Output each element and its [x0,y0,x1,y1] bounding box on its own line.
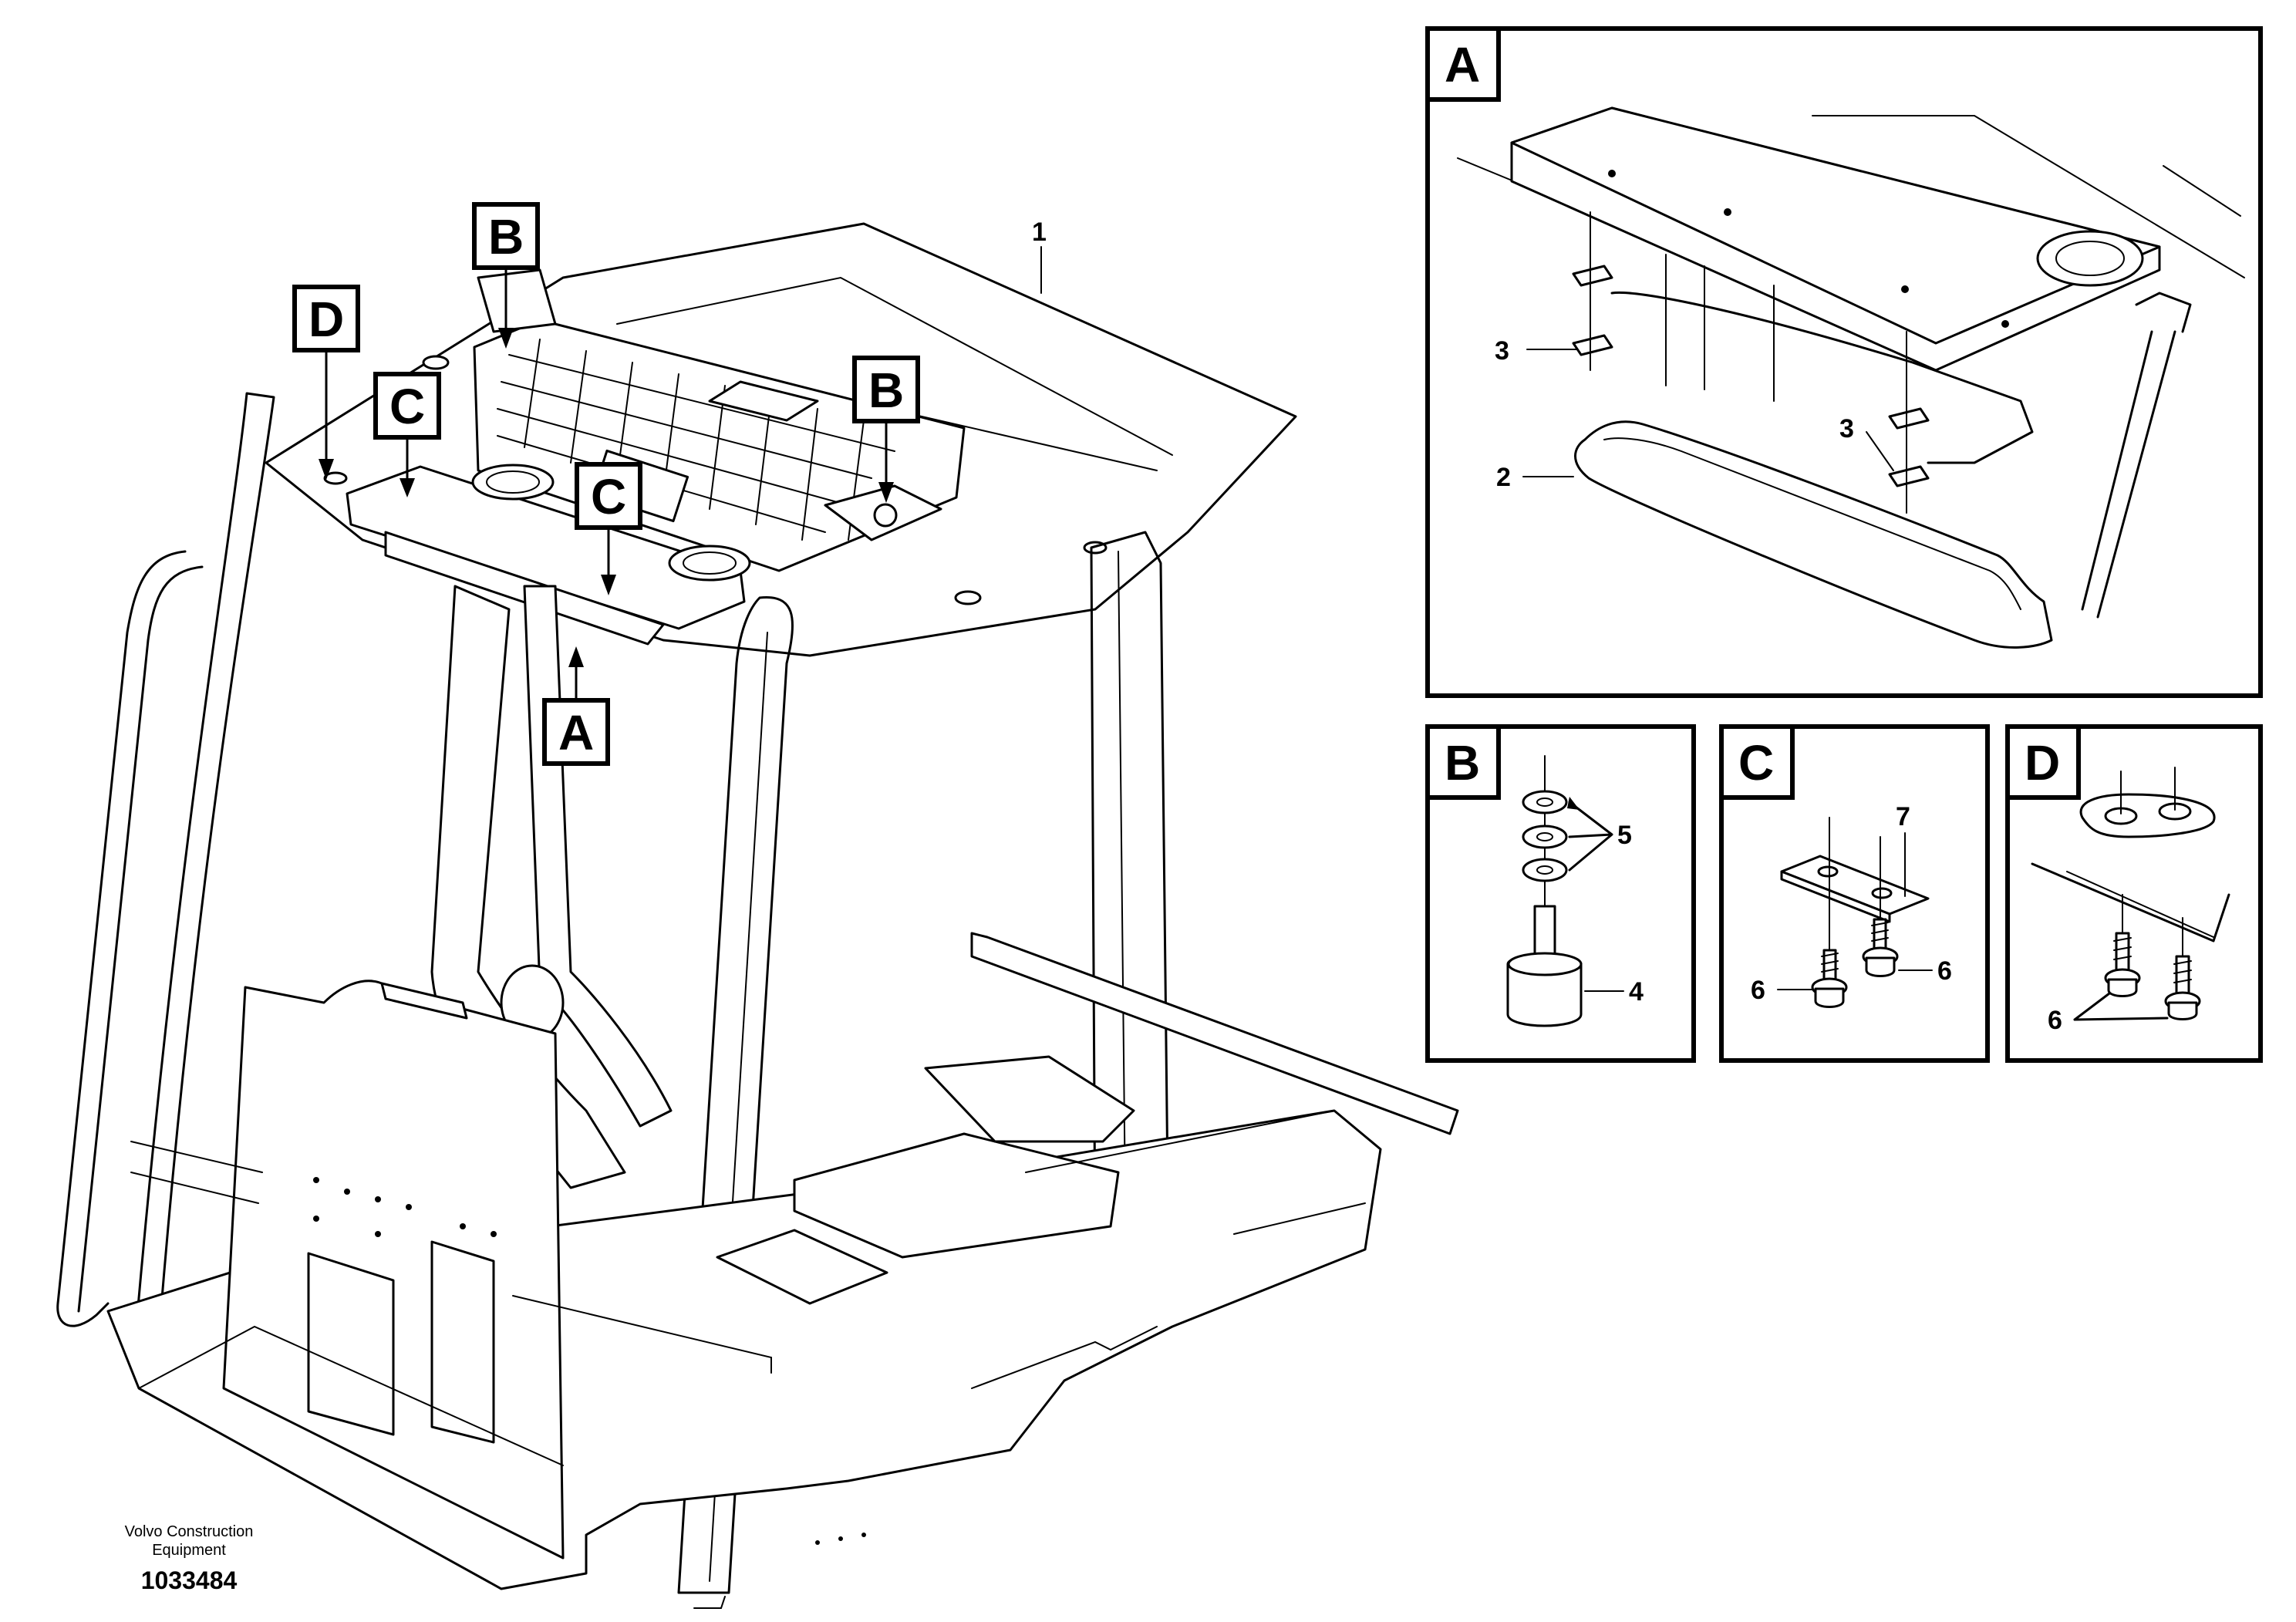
credit-block: Volvo Construction Equipment 1033484 [125,1523,254,1594]
tag-c-main-left: C [373,372,441,497]
panel-tag: B [1445,735,1480,791]
tag-d-main: D [292,285,360,480]
callout-label: 6 [1751,976,1765,1005]
right-front-pillar [677,595,794,1594]
screw-d-left [2104,932,2141,997]
drawing-number: 1033484 [141,1566,238,1594]
rear-post-stub [477,268,557,333]
panel-tag: A [1445,37,1480,93]
tag-b-main-top: B [472,202,540,349]
credit-line-1: Volvo Construction [125,1523,254,1540]
seat-back-plate [222,980,565,1560]
tag-c-main-right: C [575,462,642,595]
right-side-rail [970,932,1459,1135]
callout-label: 6 [2048,1006,2062,1035]
washer-stack [1522,790,1568,882]
tag-letter: B [868,363,904,418]
callout-label: 1 [1032,218,1047,247]
callout-label: 7 [1896,802,1910,831]
panel-tag: D [2025,735,2060,791]
tag-letter: C [591,469,626,524]
detail-panel-b: B 5 4 [1425,724,1696,1063]
tag-b-main-right: B [852,356,920,503]
callout-label: 5 [1617,821,1632,850]
tag-a-main: A [542,646,610,766]
detail-panel-a: A 3 3 2 [1425,26,2263,698]
screw-right [1862,918,1899,977]
credit-line-2: Equipment [152,1542,226,1559]
callout-label: 4 [1629,977,1644,1007]
floor-plate-main [793,1132,1120,1259]
roof-holes [323,355,1108,605]
panel-tag: C [1738,735,1774,791]
detail-panel-c: C 7 6 6 [1719,724,1990,1063]
rivet-dots [313,1177,866,1545]
rubber-damper [1506,905,1583,1027]
cab-frame-illustration [56,222,1459,1609]
callout-1-main: 1 [1032,218,1047,294]
tag-letter: D [308,292,344,347]
callout-label: 3 [1495,336,1509,366]
tag-letter: A [558,705,594,760]
left-grab-handle [56,550,204,1327]
screw-d-right [2164,955,2201,1020]
tag-letter: C [389,379,425,434]
callout-label: 3 [1839,414,1854,443]
grommet-plate [2079,793,2216,838]
tag-letter: B [488,209,524,265]
floor-plate-small [716,1229,888,1305]
sun-visor [1574,420,2053,649]
detail-panel-d: D 6 [2005,724,2263,1063]
callout-label: 6 [1937,956,1952,986]
screw-left [1811,949,1848,1008]
callout-label: 2 [1496,463,1511,492]
